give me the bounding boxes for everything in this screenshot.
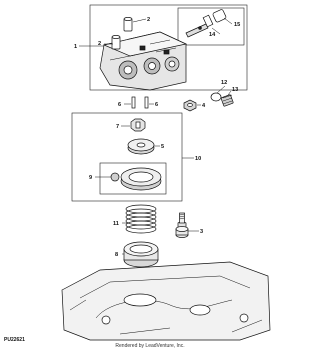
o-ring-12	[210, 92, 222, 102]
callout-6-right: 6	[155, 102, 158, 108]
callout-6-left: 6	[118, 102, 121, 108]
nut-4	[183, 99, 197, 112]
pin-6-left	[131, 96, 136, 109]
figure-id: PU22621	[4, 337, 25, 343]
spring-11	[125, 204, 157, 234]
callout-15: 15	[234, 22, 240, 28]
callout-14: 14	[209, 32, 216, 38]
callout-7: 7	[116, 124, 119, 130]
callout-11: 11	[113, 221, 119, 227]
housing-frame	[89, 4, 248, 91]
leader-lines	[79, 17, 233, 255]
rotor-inset-frame	[99, 162, 167, 195]
callout-8: 8	[115, 252, 118, 258]
callout-2-lower: 2	[98, 41, 101, 47]
relief-fitting	[185, 9, 227, 38]
engine-base-casting	[61, 261, 271, 341]
outer-rotor	[120, 167, 162, 191]
callout-3: 3	[200, 229, 203, 235]
callout-2-upper: 2	[147, 17, 150, 23]
callout-12: 12	[221, 80, 227, 86]
retainer-8	[123, 241, 159, 268]
plug-13	[220, 94, 234, 107]
inner-rotor-5	[127, 138, 155, 155]
drive-gear-7	[130, 118, 146, 132]
callout-13: 13	[232, 87, 238, 93]
callout-5: 5	[161, 144, 164, 150]
fitting-inset-frame	[177, 7, 245, 46]
exploded-parts-diagram: 1 2 2 14 15 12 13 4 6 6 7 5 10 9 11 8 3 …	[4, 4, 271, 349]
pump-housing	[99, 31, 188, 91]
callout-10: 10	[195, 156, 201, 162]
footer-credit: Rendered by LeadVenture, Inc.	[115, 343, 184, 349]
dowel-pin-left	[111, 35, 121, 50]
callout-1: 1	[74, 44, 77, 50]
seal-9	[110, 172, 120, 182]
bolt-3	[175, 212, 189, 238]
dowel-pin-top	[123, 17, 133, 32]
callout-4: 4	[202, 103, 206, 109]
pin-6-right	[144, 96, 149, 109]
callout-9: 9	[89, 175, 92, 181]
gerotor-frame	[71, 112, 183, 202]
